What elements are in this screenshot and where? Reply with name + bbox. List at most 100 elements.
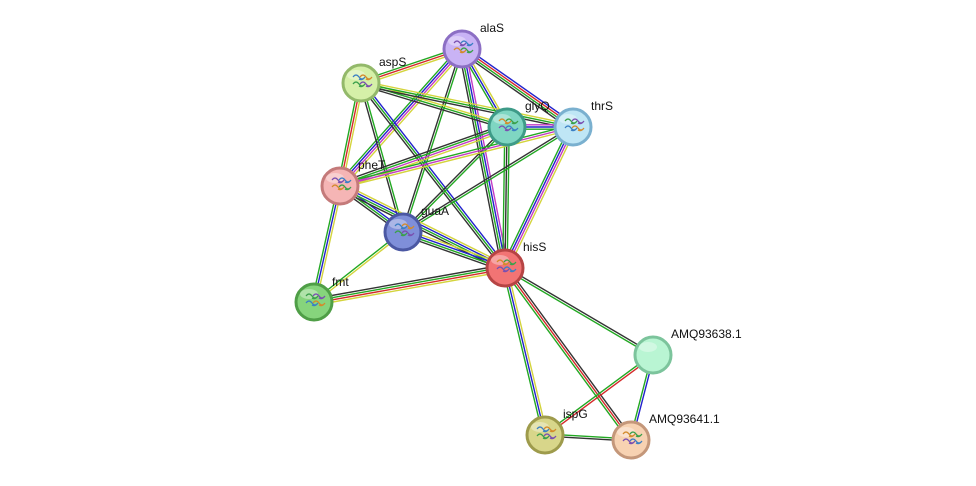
edge-strand xyxy=(360,82,574,128)
node-AMQ93641.1[interactable] xyxy=(611,420,651,460)
edge-strand xyxy=(359,84,508,130)
edge-strand xyxy=(403,48,464,234)
node-label-glyQ: glyQ xyxy=(525,99,550,113)
protein-structure-icon xyxy=(498,118,519,132)
edge-strand xyxy=(401,125,574,232)
edge-strand xyxy=(313,266,506,302)
edge-strand xyxy=(336,46,461,185)
structure-ribbon xyxy=(305,300,319,307)
edge-aspS-hisS[interactable] xyxy=(358,80,508,271)
structure-ribbon xyxy=(453,47,467,54)
protein-structure-icon xyxy=(394,223,415,237)
edge-AMQ93638.1-ispG[interactable] xyxy=(543,353,655,437)
edge-hisS-AMQ93638.1[interactable] xyxy=(503,266,655,357)
edge-strand xyxy=(311,184,339,303)
edge-strand xyxy=(401,125,507,232)
edge-strand xyxy=(543,353,654,435)
edge-strand xyxy=(339,184,507,268)
structure-ribbon xyxy=(352,74,366,81)
edge-strand xyxy=(313,268,506,304)
protein-structure-icon xyxy=(453,40,474,54)
structure-ribbon xyxy=(496,259,510,266)
structure-ribbon xyxy=(543,433,557,440)
edge-strand xyxy=(501,124,571,268)
node-circle[interactable] xyxy=(633,335,673,375)
edge-glyQ-hisS[interactable] xyxy=(502,126,510,269)
node-pheT[interactable] xyxy=(320,166,360,206)
node-aspS[interactable] xyxy=(341,63,381,103)
structure-ribbon xyxy=(401,223,415,230)
structure-ribbon xyxy=(564,125,578,132)
structure-ribbon xyxy=(460,47,474,54)
structure-ribbon xyxy=(622,438,636,445)
structure-ribbon xyxy=(453,40,467,47)
structure-ribbon xyxy=(498,118,512,125)
edge-strand xyxy=(503,125,573,269)
edge-strand xyxy=(462,48,507,269)
protein-structure-icon xyxy=(622,431,643,445)
edge-strand xyxy=(503,268,654,357)
edge-strand xyxy=(315,185,343,304)
structure-ribbon xyxy=(496,266,510,273)
node-thrS[interactable] xyxy=(553,107,593,147)
structure-ribbon xyxy=(503,266,517,273)
protein-structure-icon xyxy=(536,426,557,440)
edge-pheT-fmt[interactable] xyxy=(311,184,343,304)
edge-thrS-pheT[interactable] xyxy=(338,124,575,189)
structure-ribbon xyxy=(571,118,585,125)
edge-strand xyxy=(360,80,575,126)
edge-strand xyxy=(341,50,466,189)
edge-strand xyxy=(544,355,655,437)
edge-hisS-ispG[interactable] xyxy=(502,266,548,437)
protein-structure-icon xyxy=(496,259,517,273)
structure-ribbon xyxy=(331,184,345,191)
node-ispG[interactable] xyxy=(525,415,565,455)
structure-ribbon xyxy=(564,118,578,125)
structure-ribbon xyxy=(352,81,366,88)
edge-alaS-hisS[interactable] xyxy=(458,47,509,270)
structure-ribbon xyxy=(543,426,557,433)
structure-ribbon xyxy=(394,230,408,237)
edge-aspS-thrS[interactable] xyxy=(359,80,575,130)
structure-ribbon xyxy=(394,223,408,230)
structure-ribbon xyxy=(312,293,326,300)
node-alaS[interactable] xyxy=(442,29,482,69)
edge-hisS-fmt[interactable] xyxy=(312,264,507,306)
edge-strand xyxy=(460,48,505,269)
node-label-AMQ93638.1: AMQ93638.1 xyxy=(671,327,742,341)
edge-aspS-guaA[interactable] xyxy=(359,82,405,233)
structure-ribbon xyxy=(536,426,550,433)
edge-strand xyxy=(361,82,405,233)
node-AMQ93638.1[interactable] xyxy=(633,335,673,375)
structure-ribbon xyxy=(401,230,415,237)
protein-structure-icon xyxy=(305,293,326,307)
node-highlight xyxy=(639,342,657,352)
edge-strand xyxy=(401,47,462,233)
edge-alaS-thrS[interactable] xyxy=(459,45,576,131)
node-guaA[interactable] xyxy=(383,212,423,252)
node-label-fmt: fmt xyxy=(332,275,349,289)
structure-ribbon xyxy=(629,438,643,445)
edge-strand xyxy=(360,82,506,269)
edge-strand xyxy=(504,266,655,355)
edge-strand xyxy=(502,268,630,443)
edge-alaS-pheT[interactable] xyxy=(336,46,466,189)
edge-strand xyxy=(460,49,574,129)
edge-thrS-guaA[interactable] xyxy=(401,125,575,234)
edge-hisS-AMQ93641.1[interactable] xyxy=(502,265,634,443)
edge-strand xyxy=(461,47,575,127)
edge-strand xyxy=(464,47,509,269)
node-glyQ[interactable] xyxy=(487,107,527,147)
edge-strand xyxy=(502,126,506,269)
structure-ribbon xyxy=(305,293,319,300)
edge-strand xyxy=(506,266,548,436)
node-label-guaA: guaA xyxy=(421,204,449,218)
node-label-AMQ93641.1: AMQ93641.1 xyxy=(649,412,720,426)
node-fmt[interactable] xyxy=(294,282,334,322)
node-hisS[interactable] xyxy=(485,248,525,288)
structure-ribbon xyxy=(498,125,512,132)
edge-alaS-guaA[interactable] xyxy=(401,47,464,234)
edge-strand xyxy=(338,125,508,186)
edge-thrS-hisS[interactable] xyxy=(501,124,577,271)
